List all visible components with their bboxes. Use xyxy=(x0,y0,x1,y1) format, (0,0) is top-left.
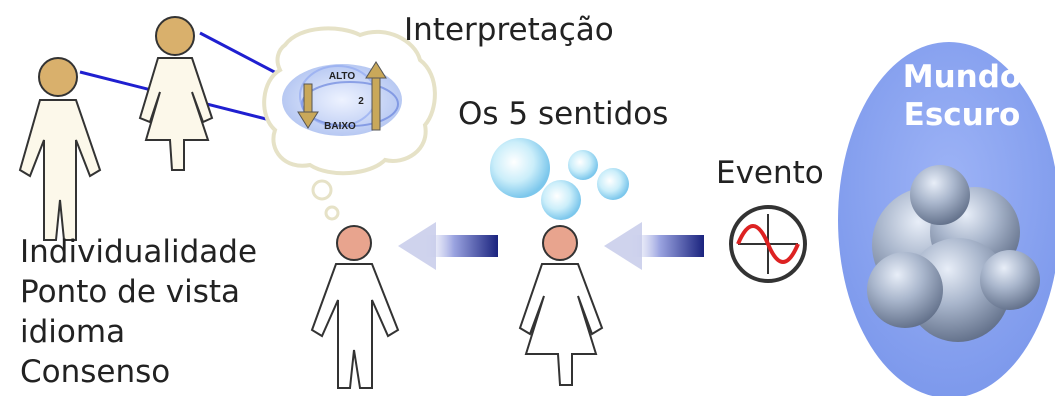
trait-item: idioma xyxy=(20,314,126,350)
bubble-alto-label: ALTO xyxy=(329,71,356,82)
event-label: Evento xyxy=(716,155,824,191)
woman-figure-top xyxy=(138,16,214,171)
bubble-baixo-label: BAIXO xyxy=(324,121,356,132)
bubbles-icon xyxy=(490,138,629,220)
woman-figure-center xyxy=(518,225,604,386)
dark-world xyxy=(838,42,1055,396)
trait-item: Consenso xyxy=(20,354,171,390)
man-figure-top-left xyxy=(18,57,102,241)
connector-line-woman xyxy=(199,31,283,78)
arrow-to-senses xyxy=(604,222,704,270)
traits-list: Individualidade Ponto de vista idioma Co… xyxy=(20,232,257,392)
dark-world-label: Mundo Escuro xyxy=(892,58,1032,134)
senses-label: Os 5 sentidos xyxy=(458,96,669,132)
dark-blob-icon xyxy=(867,165,1040,342)
trait-item: Individualidade xyxy=(20,234,258,270)
arrow-to-person xyxy=(398,222,498,270)
man-figure-center xyxy=(310,225,400,389)
dark-world-label-line1: Mundo xyxy=(902,59,1022,95)
interpretation-label: Interpretação xyxy=(404,12,614,48)
dark-world-label-line2: Escuro xyxy=(903,97,1021,133)
thought-bubble: ALTO BAIXO 2 xyxy=(262,26,437,221)
sine-wave-oscilloscope-icon xyxy=(729,205,807,283)
bubble-number-label: 2 xyxy=(358,96,364,107)
trait-item: Ponto de vista xyxy=(20,274,241,310)
